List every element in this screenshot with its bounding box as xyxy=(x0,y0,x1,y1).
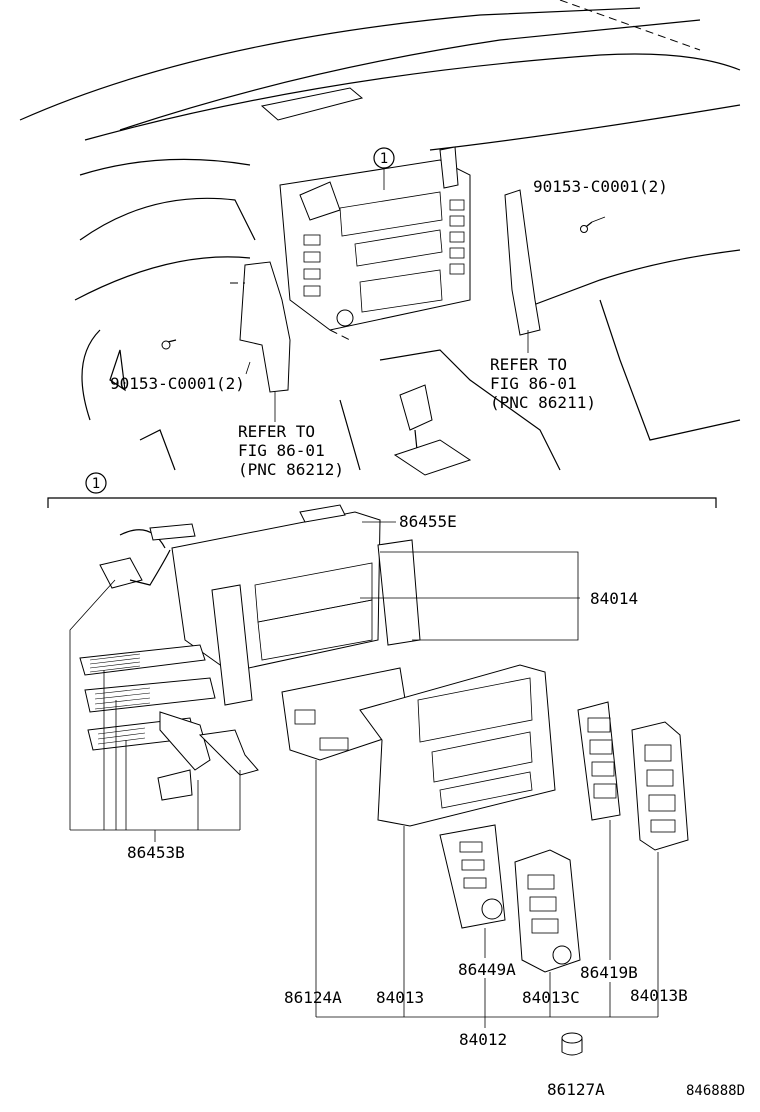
label-86453B: 86453B xyxy=(127,843,185,862)
label-84013B: 84013B xyxy=(630,986,688,1005)
label-84014: 84014 xyxy=(590,589,638,608)
exploded-assembly xyxy=(79,504,689,1056)
label-86419B: 86419B xyxy=(580,963,638,982)
label-84013C: 84013C xyxy=(522,988,580,1007)
gasket-strip-2 xyxy=(84,677,216,713)
svg-text:1: 1 xyxy=(92,476,100,492)
label-84012: 84012 xyxy=(459,1030,507,1049)
bolt-left-icon xyxy=(161,339,177,350)
ref-left-line-1: REFER TO xyxy=(238,422,315,441)
gasket-strip-1 xyxy=(79,644,206,676)
label-86455E: 86455E xyxy=(399,512,457,531)
label-84013: 84013 xyxy=(376,988,424,1007)
label-86124A: 86124A xyxy=(284,988,342,1007)
dashboard-overview xyxy=(19,0,741,476)
figure-code: 846888D xyxy=(686,1083,745,1099)
callout-1-top: 1 xyxy=(373,147,395,169)
leader-lines xyxy=(69,521,659,1028)
ref-left-note: REFER TO FIG 86-01 (PNC 86212) xyxy=(238,422,344,479)
ref-right-note: REFER TO FIG 86-01 (PNC 86211) xyxy=(490,355,596,412)
ref-right-line-1: REFER TO xyxy=(490,355,567,374)
callout-1-section: 1 xyxy=(85,472,107,494)
bolt-left-label: 90153-C0001(2) xyxy=(110,374,245,393)
section-bracket xyxy=(47,497,717,508)
svg-text:1: 1 xyxy=(380,151,388,167)
bolt-right-label: 90153-C0001(2) xyxy=(533,177,668,196)
ref-left-line-2: FIG 86-01 xyxy=(238,441,325,460)
knob-86127A-icon xyxy=(561,1032,583,1056)
ref-right-line-3: (PNC 86211) xyxy=(490,393,596,412)
ref-left-line-3: (PNC 86212) xyxy=(238,460,344,479)
ref-right-line-2: FIG 86-01 xyxy=(490,374,577,393)
bolt-right-icon xyxy=(580,221,593,233)
label-86449A: 86449A xyxy=(458,960,516,979)
label-86127A: 86127A xyxy=(547,1080,605,1099)
